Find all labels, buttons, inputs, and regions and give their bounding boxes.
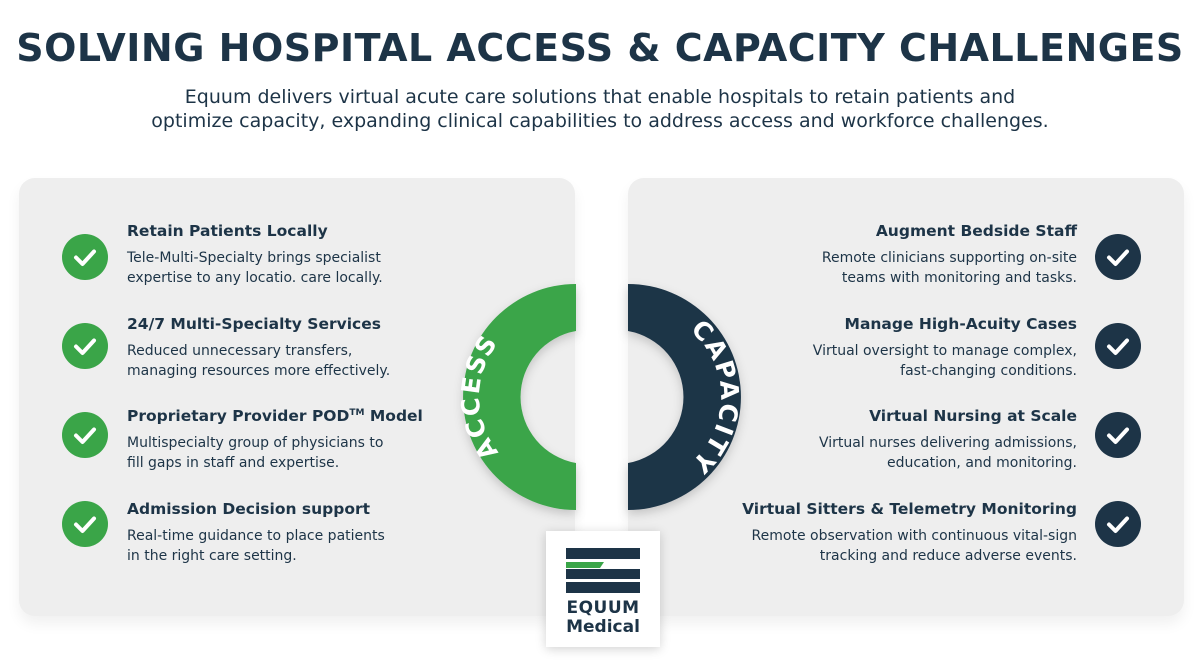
subtitle-line-1: Equum delivers virtual acute care soluti… — [184, 86, 1016, 108]
access-half-ring — [463, 284, 576, 510]
capacity-item-high-acuity: Manage High-Acuity Cases Virtual oversig… — [737, 315, 1077, 381]
check-circle-icon — [62, 234, 108, 280]
check-circle-icon — [1095, 234, 1141, 280]
capacity-panel: Augment Bedside Staff Remote clinicians … — [628, 178, 1184, 616]
item-title-tail: Model — [364, 407, 423, 425]
item-desc-line: Real-time guidance to place patients — [127, 528, 385, 544]
capacity-item-virtual-sitters: Virtual Sitters & Telemetry Monitoring R… — [737, 500, 1077, 566]
item-desc-line: expertise to any locatio. care locally. — [127, 269, 383, 286]
item-description: Tele-Multi-Specialty brings specialist e… — [127, 249, 467, 288]
logo-word-medical: Medical — [566, 617, 640, 637]
check-circle-icon — [1095, 501, 1141, 547]
item-desc-line: education, and monitoring. — [886, 454, 1077, 471]
access-item-provider-pod: Proprietary Provider PODTM Model Multisp… — [127, 407, 467, 473]
page-title: SOLVING HOSPITAL ACCESS & CAPACITY CHALL… — [16, 26, 1184, 70]
check-circle-icon — [62, 412, 108, 458]
item-desc-line: teams with monitoring and tasks. — [841, 269, 1077, 286]
check-circle-icon — [62, 501, 108, 547]
check-circle-icon — [62, 323, 108, 369]
capacity-item-virtual-nursing: Virtual Nursing at Scale Virtual nurses … — [737, 407, 1077, 473]
item-description: Real-time guidance to place patients in … — [127, 527, 467, 566]
item-desc-line: in the right care setting. — [127, 547, 297, 564]
item-description: Remote observation with continuous vital… — [737, 527, 1077, 566]
item-description: Virtual oversight to manage complex, fas… — [737, 342, 1077, 381]
item-desc-line: Multispecialty group of physicians to — [127, 435, 384, 451]
item-title: Admission Decision support — [127, 500, 371, 518]
item-desc-line: Reduced unnecessary transfers, — [127, 343, 353, 359]
item-description: Virtual nurses delivering admissions, ed… — [737, 434, 1077, 473]
item-title: 24/7 Multi-Specialty Services — [127, 315, 381, 333]
item-desc-line: Remote clinicians supporting on-site — [821, 250, 1077, 266]
item-desc-line: tracking and reduce adverse events. — [819, 547, 1077, 564]
item-desc-line: Virtual nurses delivering admissions, — [818, 435, 1077, 451]
item-description: Reduced unnecessary transfers, managing … — [127, 342, 467, 381]
page-subtitle: Equum delivers virtual acute care soluti… — [0, 85, 1200, 133]
subtitle-line-2: optimize capacity, expanding clinical ca… — [151, 110, 1049, 132]
item-description: Remote clinicians supporting on-site tea… — [737, 249, 1077, 288]
check-circle-icon — [1095, 412, 1141, 458]
access-item-retain-patients: Retain Patients Locally Tele-Multi-Speci… — [127, 222, 467, 288]
item-title-text: Proprietary Provider POD — [127, 407, 350, 425]
logo-mark-icon — [566, 548, 640, 593]
item-desc-line: fast-changing conditions. — [900, 362, 1077, 379]
item-title: Virtual Sitters & Telemetry Monitoring — [742, 500, 1077, 518]
trademark-mark: TM — [349, 407, 365, 418]
logo-word-equum: EQUUM — [566, 598, 640, 618]
item-description: Multispecialty group of physicians to fi… — [127, 434, 467, 473]
capacity-item-augment-staff: Augment Bedside Staff Remote clinicians … — [737, 222, 1077, 288]
item-title: Proprietary Provider PODTM Model — [127, 407, 467, 425]
access-capacity-diagram: ACCESS CAPACITY — [456, 284, 742, 510]
access-item-multi-specialty: 24/7 Multi-Specialty Services Reduced un… — [127, 315, 467, 381]
item-desc-line: managing resources more effectively. — [127, 362, 391, 379]
item-desc-line: Tele-Multi-Specialty brings specialist — [127, 250, 381, 266]
item-title: Augment Bedside Staff — [875, 222, 1077, 240]
item-desc-line: Virtual oversight to manage complex, — [812, 343, 1077, 359]
check-circle-icon — [1095, 323, 1141, 369]
item-desc-line: fill gaps in staff and expertise. — [127, 454, 340, 471]
equum-medical-logo: EQUUM Medical — [546, 531, 660, 647]
item-desc-line: Remote observation with continuous vital… — [751, 528, 1077, 544]
item-title: Virtual Nursing at Scale — [869, 407, 1077, 425]
access-item-admission-decision: Admission Decision support Real-time gui… — [127, 500, 467, 566]
capacity-half-ring — [628, 284, 741, 510]
item-title: Retain Patients Locally — [127, 222, 328, 240]
item-title: Manage High-Acuity Cases — [844, 315, 1077, 333]
